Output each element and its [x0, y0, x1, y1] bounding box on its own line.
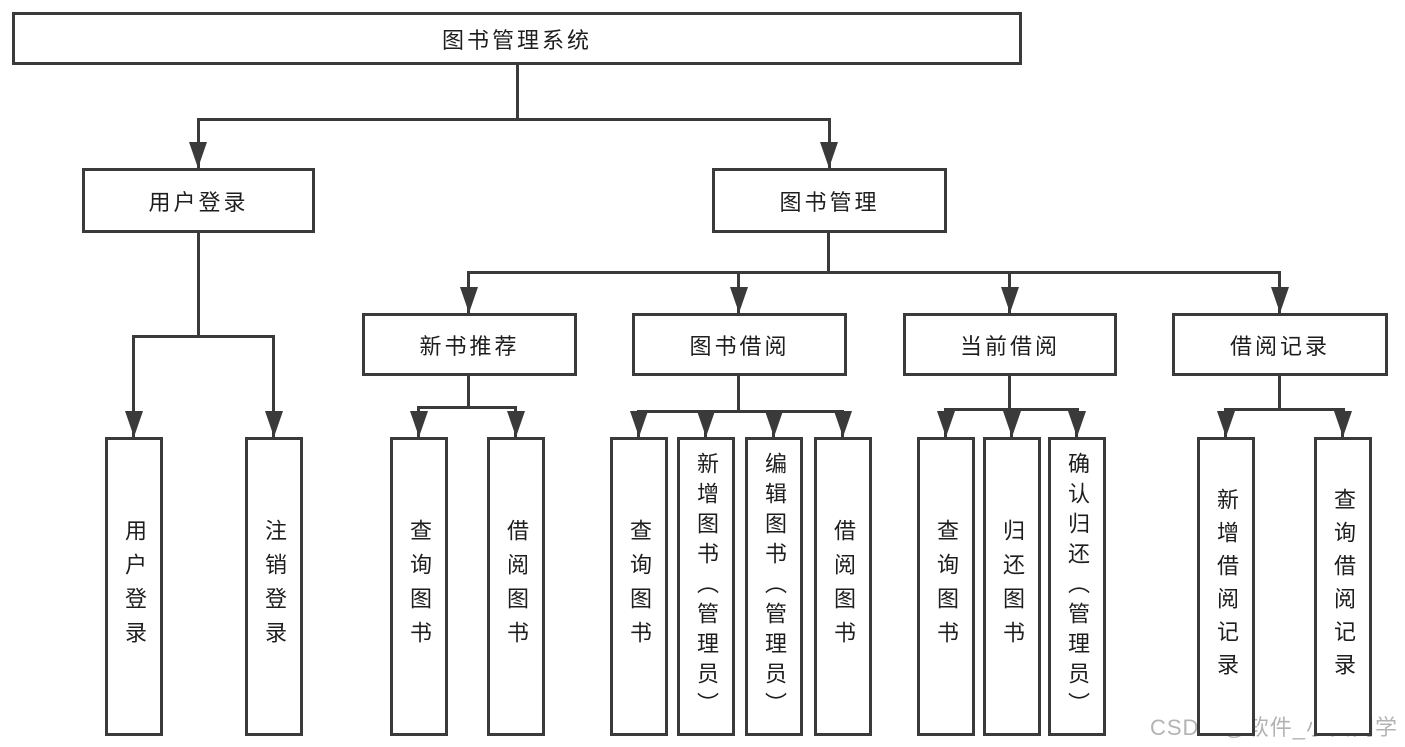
arrow-down-icon — [460, 287, 478, 313]
leaf-user-login: 用户登录 — [105, 437, 163, 736]
node-current-borrowing: 当前借阅 — [903, 313, 1117, 376]
connector-line — [1278, 376, 1281, 411]
connector-line — [827, 233, 830, 274]
connector-line — [1224, 408, 1345, 411]
node-book-borrowing: 图书借阅 — [632, 313, 847, 376]
arrow-down-icon — [820, 142, 838, 168]
leaf-edit-books-admin-label: 编辑图书（管理员） — [762, 451, 787, 722]
arrow-down-icon — [1271, 287, 1289, 313]
leaf-return-books: 归还图书 — [983, 437, 1041, 736]
leaf-add-books-admin-label: 新增图书（管理员） — [694, 451, 719, 722]
arrow-down-icon — [730, 287, 748, 313]
leaf-query-books-borrowing: 查询图书 — [610, 437, 668, 736]
node-root: 图书管理系统 — [12, 12, 1022, 65]
connector-line — [132, 335, 275, 338]
arrow-down-icon — [1001, 287, 1019, 313]
arrow-down-icon — [630, 411, 648, 437]
node-current-borrowing-label: 当前借阅 — [959, 333, 1060, 359]
arrow-down-icon — [507, 411, 525, 437]
connector-line — [467, 376, 470, 409]
connector-line — [737, 376, 740, 413]
node-user-login: 用户登录 — [82, 168, 315, 233]
node-book-management-label: 图书管理 — [779, 189, 880, 215]
arrow-down-icon — [1003, 411, 1021, 437]
node-borrowing-records: 借阅记录 — [1172, 313, 1388, 376]
arrow-down-icon — [410, 411, 428, 437]
leaf-add-borrow-record: 新增借阅记录 — [1197, 437, 1255, 736]
leaf-query-books-borrowing-label: 查询图书 — [627, 518, 652, 655]
connector-line — [272, 335, 275, 437]
connector-line — [417, 406, 517, 409]
connector-line — [197, 232, 200, 338]
node-root-label: 图书管理系统 — [441, 27, 592, 53]
node-new-book-recommendation-label: 新书推荐 — [419, 333, 520, 359]
leaf-query-books-recommendation-label: 查询图书 — [407, 518, 432, 655]
leaf-query-books-recommendation: 查询图书 — [390, 437, 448, 736]
connector-line — [516, 65, 519, 121]
arrow-down-icon — [125, 411, 143, 437]
leaf-edit-books-admin: 编辑图书（管理员） — [745, 437, 803, 736]
arrow-down-icon — [1068, 411, 1086, 437]
node-new-book-recommendation: 新书推荐 — [362, 313, 577, 376]
leaf-borrow-books-borrowing-label: 借阅图书 — [831, 518, 856, 655]
connector-line — [467, 271, 1281, 274]
leaf-return-books-label: 归还图书 — [1000, 518, 1025, 655]
arrow-down-icon — [1217, 411, 1235, 437]
arrow-down-icon — [937, 411, 955, 437]
arrow-down-icon — [1334, 411, 1352, 437]
leaf-confirm-return-admin-label: 确认归还（管理员） — [1065, 451, 1090, 722]
leaf-logout: 注销登录 — [245, 437, 303, 736]
leaf-query-borrow-record: 查询借阅记录 — [1314, 437, 1372, 736]
connector-line — [132, 335, 135, 437]
leaf-borrow-books-recommendation-label: 借阅图书 — [504, 518, 529, 655]
arrow-down-icon — [189, 142, 207, 168]
leaf-add-borrow-record-label: 新增借阅记录 — [1214, 487, 1239, 686]
arrow-down-icon — [765, 411, 783, 437]
leaf-user-login-label: 用户登录 — [122, 518, 147, 655]
leaf-logout-label: 注销登录 — [262, 518, 287, 655]
leaf-query-books-current: 查询图书 — [917, 437, 975, 736]
leaf-query-borrow-record-label: 查询借阅记录 — [1331, 487, 1356, 686]
leaf-add-books-admin: 新增图书（管理员） — [677, 437, 735, 736]
node-user-login-label: 用户登录 — [148, 189, 249, 215]
leaf-borrow-books-recommendation: 借阅图书 — [487, 437, 545, 736]
node-book-borrowing-label: 图书借阅 — [689, 333, 790, 359]
arrow-down-icon — [265, 411, 283, 437]
node-borrowing-records-label: 借阅记录 — [1229, 333, 1330, 359]
connector-line — [197, 118, 831, 121]
arrow-down-icon — [834, 411, 852, 437]
leaf-borrow-books-borrowing: 借阅图书 — [814, 437, 872, 736]
arrow-down-icon — [697, 411, 715, 437]
leaf-query-books-current-label: 查询图书 — [934, 518, 959, 655]
connector-line — [1008, 376, 1011, 411]
node-book-management: 图书管理 — [712, 168, 947, 233]
leaf-confirm-return-admin: 确认归还（管理员） — [1048, 437, 1106, 736]
connector-line — [637, 410, 844, 413]
